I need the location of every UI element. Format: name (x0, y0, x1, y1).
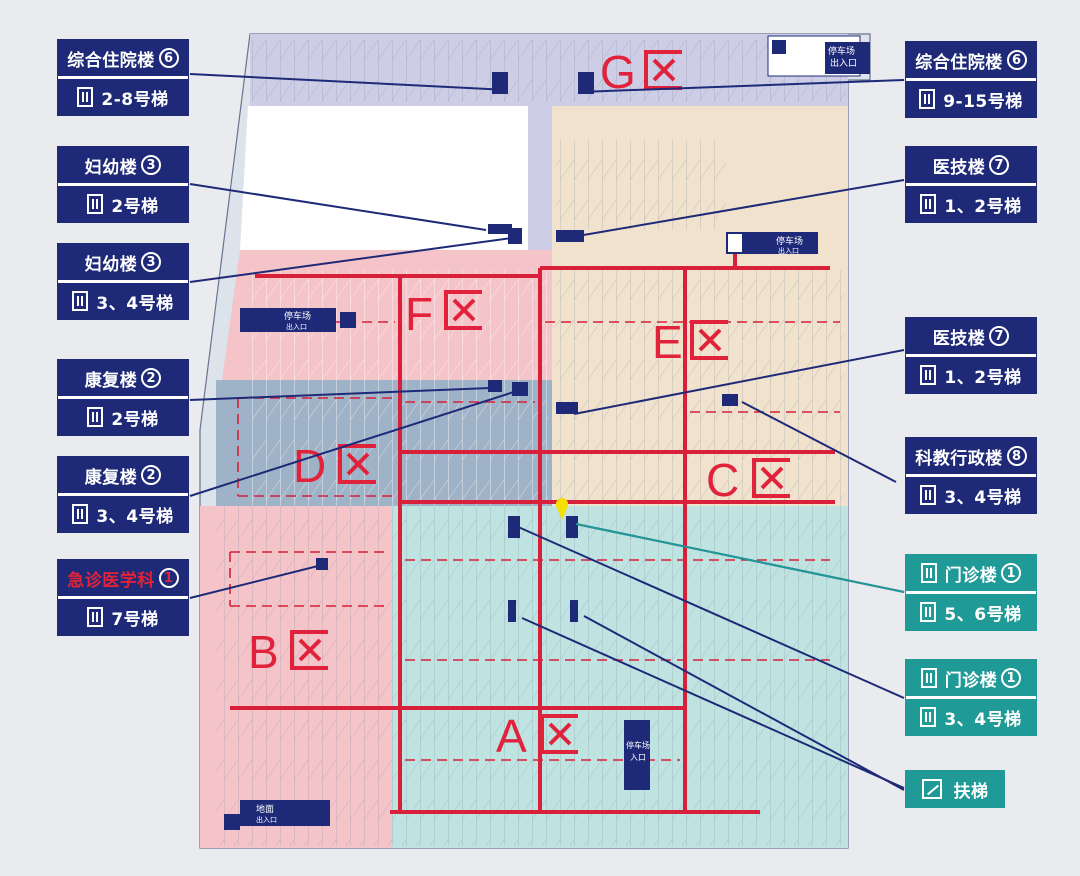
parking-sign-text: 停车场 (776, 235, 803, 247)
building-number: 2 (141, 465, 162, 485)
parking-sign-bottom-left (224, 800, 330, 830)
building-name: 急诊医学科 (67, 570, 155, 591)
elevator-name: 7号梯 (111, 609, 159, 630)
zone-label-b: B (248, 626, 279, 678)
elevator-name: 2-8号梯 (101, 89, 169, 110)
elevator-name: 1、2号梯 (944, 196, 1022, 217)
parking-sign-text: 出入口 (256, 815, 277, 824)
zone-label-d: D (293, 440, 326, 492)
parking-sign-text: 出入口 (778, 246, 799, 255)
zone-label-f: F (405, 288, 433, 340)
zone-label-c: C (706, 454, 739, 506)
building-number: 2 (141, 368, 162, 388)
building-name: 康复楼 (84, 370, 138, 391)
building-name: 医技楼 (932, 157, 986, 178)
building-number: 3 (141, 252, 162, 272)
parking-sign-left (240, 308, 356, 332)
elevator-icon (920, 602, 937, 622)
building-name: 科教行政楼 (915, 448, 1003, 469)
elevator-name: 2号梯 (111, 196, 159, 217)
elevator-icon (920, 485, 937, 505)
parking-sign-bottom-center (624, 720, 650, 790)
building-name: 综合住院楼 (67, 50, 155, 71)
label-escalator: 扶梯 (905, 770, 1005, 808)
elevator-icon (77, 87, 94, 107)
elevator-icon (920, 707, 937, 727)
elevator-name: 9-15号梯 (943, 91, 1023, 112)
elevator-name: 1、2号梯 (944, 367, 1022, 388)
parking-sign-text: 停车场 (828, 45, 855, 57)
parking-sign-top-right (767, 35, 870, 77)
elevator-name: 3、4号梯 (944, 487, 1022, 508)
elevator-markers (316, 72, 738, 622)
building-name: 妇幼楼 (84, 157, 138, 178)
building-number: 1 (158, 568, 179, 588)
parking-sign-mid-right (726, 232, 818, 254)
building-number: 7 (989, 326, 1010, 346)
white-area (240, 106, 530, 250)
elevator-icon (919, 89, 936, 109)
elevator-icon (920, 563, 937, 583)
zone-labels: G F E D C B A (248, 46, 739, 762)
building-number: 1 (1001, 668, 1022, 688)
escalator-name: 扶梯 (953, 781, 989, 802)
parking-sign-text: 入口 (630, 753, 646, 762)
zone-label-e: E (652, 316, 683, 368)
elevator-icon (920, 668, 937, 688)
elevator-icon (87, 194, 104, 214)
building-number: 1 (1001, 563, 1022, 583)
building-name: 门诊楼 (944, 565, 998, 586)
elevator-icon (920, 194, 937, 214)
building-name: 综合住院楼 (915, 52, 1003, 73)
zone-grid-lines (230, 250, 835, 814)
elevator-name: 3、4号梯 (96, 506, 174, 527)
building-number: 3 (141, 155, 162, 175)
you-are-here-marker (556, 498, 568, 520)
building-number: 6 (158, 48, 179, 68)
elevator-name: 2号梯 (111, 409, 159, 430)
building-name: 妇幼楼 (84, 254, 138, 275)
building-name: 门诊楼 (944, 670, 998, 691)
zone-label-a: A (496, 710, 527, 762)
escalator-icon (921, 779, 942, 799)
building-number: 8 (1006, 446, 1027, 466)
building-number: 6 (1006, 50, 1027, 70)
parking-sign-text: 出入口 (286, 322, 307, 331)
building-name: 医技楼 (932, 328, 986, 349)
parking-sign-text: 地面 (256, 803, 274, 815)
elevator-icon (72, 504, 89, 524)
building-number: 7 (989, 155, 1010, 175)
elevator-name: 3、4号梯 (944, 709, 1022, 730)
building-name: 康复楼 (84, 467, 138, 488)
parking-sign-text: 停车场 (626, 740, 650, 750)
elevator-icon (87, 407, 104, 427)
parking-sign-text: 出入口 (830, 57, 857, 69)
parking-sign-text: 停车场 (284, 310, 311, 322)
elevator-icon (72, 291, 89, 311)
elevator-icon (920, 365, 937, 385)
elevator-name: 3、4号梯 (96, 293, 174, 314)
elevator-name: 5、6号梯 (944, 604, 1022, 625)
elevator-icon (87, 607, 104, 627)
